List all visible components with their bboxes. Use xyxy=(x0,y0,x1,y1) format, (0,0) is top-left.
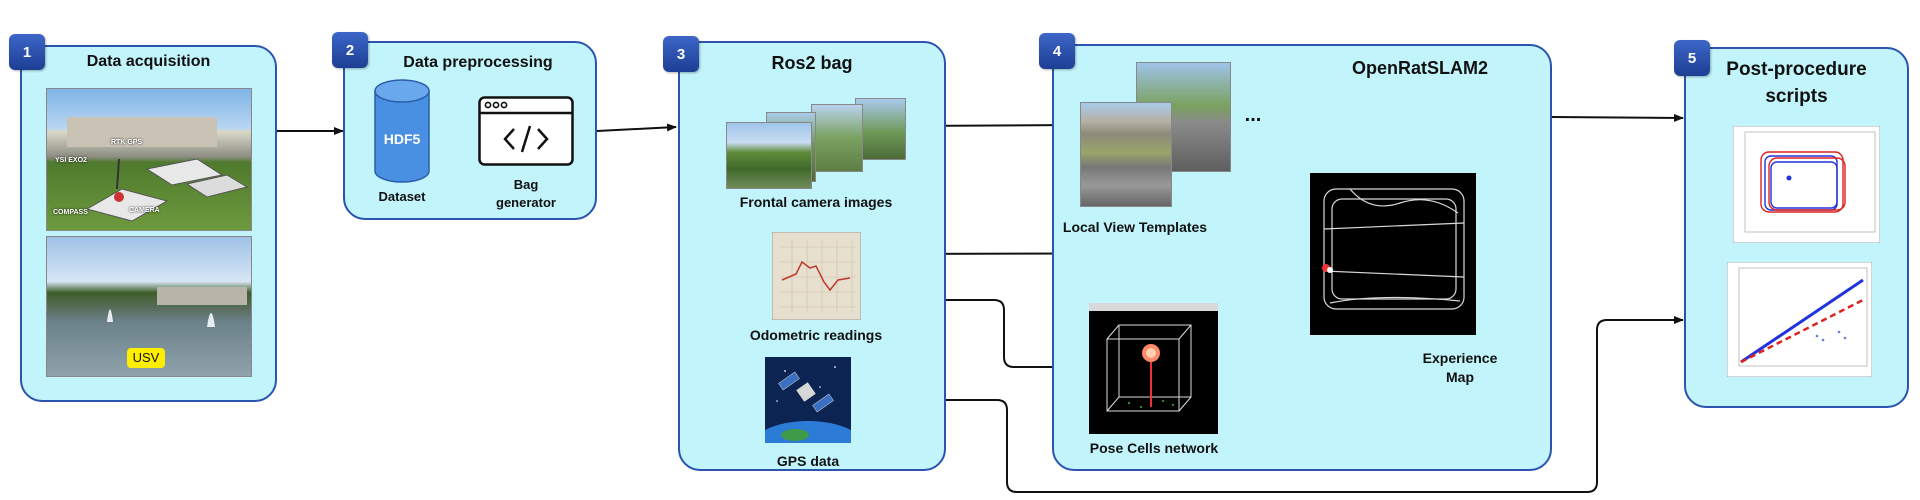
step-badge-1: 1 xyxy=(9,34,45,70)
arrow-odometry-to-pose xyxy=(862,299,1090,371)
lake-scene-drawing xyxy=(107,287,247,327)
experience-map-label-1: Experience xyxy=(1422,350,1498,366)
panel-title-2: Data preprocessing xyxy=(403,54,553,71)
odometry-label: Odometric readings xyxy=(749,327,883,343)
templates-ellipsis: ... xyxy=(1244,104,1262,126)
camera-frame-3 xyxy=(811,104,863,172)
code-window-icon xyxy=(478,96,574,166)
panel-title-5-line1: Post-procedure xyxy=(1726,59,1867,80)
gps-satellite-thumbnail xyxy=(765,357,851,443)
label-camera: CAMERA xyxy=(129,207,160,214)
arrow-gps-to-5 xyxy=(851,316,1684,493)
templates-label: Local View Templates xyxy=(1062,219,1208,235)
bag-generator-label-1: Bag xyxy=(513,177,539,192)
hdf5-cylinder-icon xyxy=(374,79,430,183)
template-image-front xyxy=(1080,102,1172,207)
trajectory-plot-thumbnail xyxy=(1733,126,1880,243)
step-badge-4: 4 xyxy=(1039,33,1075,69)
arrow-2-to-3 xyxy=(596,123,677,132)
camera-frame-1 xyxy=(726,122,812,189)
usv-lake-photo: USV xyxy=(46,236,252,377)
label-compass: COMPASS xyxy=(53,209,88,216)
panel-title-5-line2: scripts xyxy=(1765,86,1828,107)
label-rtk-gps: RTK GPS xyxy=(111,139,143,146)
experience-map-label-2: Map xyxy=(1446,369,1474,385)
camera-frame-4 xyxy=(855,98,906,160)
comparison-plot-thumbnail xyxy=(1727,262,1872,377)
step-badge-5: 5 xyxy=(1674,40,1710,76)
dataset-label: Dataset xyxy=(378,189,426,204)
bag-generator-label-2: generator xyxy=(496,195,556,210)
arrow-4-to-5 xyxy=(1551,113,1684,122)
panel-title-4: OpenRatSLAM2 xyxy=(1351,58,1488,78)
pose-cells-image xyxy=(1089,303,1218,434)
odometry-plot-thumbnail xyxy=(772,232,861,320)
hdf5-text: HDF5 xyxy=(383,131,421,147)
gps-label: GPS data xyxy=(776,453,840,469)
camera-images-label: Frontal camera images xyxy=(739,194,893,210)
step-badge-2: 2 xyxy=(332,32,368,68)
experience-map-image xyxy=(1310,173,1476,335)
panel-title-3: Ros2 bag xyxy=(771,53,853,73)
pose-cells-label: Pose Cells network xyxy=(1089,440,1219,456)
usv-tag: USV xyxy=(127,348,165,368)
step-badge-3: 3 xyxy=(663,36,699,72)
label-ysi-exo2: YSI EXO2 xyxy=(55,157,87,164)
usv-vehicles-drawing xyxy=(67,117,249,222)
usv-dock-photo: YSI EXO2 RTK GPS COMPASS CAMERA xyxy=(46,88,252,231)
panel-title-1: Data acquisition xyxy=(86,53,211,70)
